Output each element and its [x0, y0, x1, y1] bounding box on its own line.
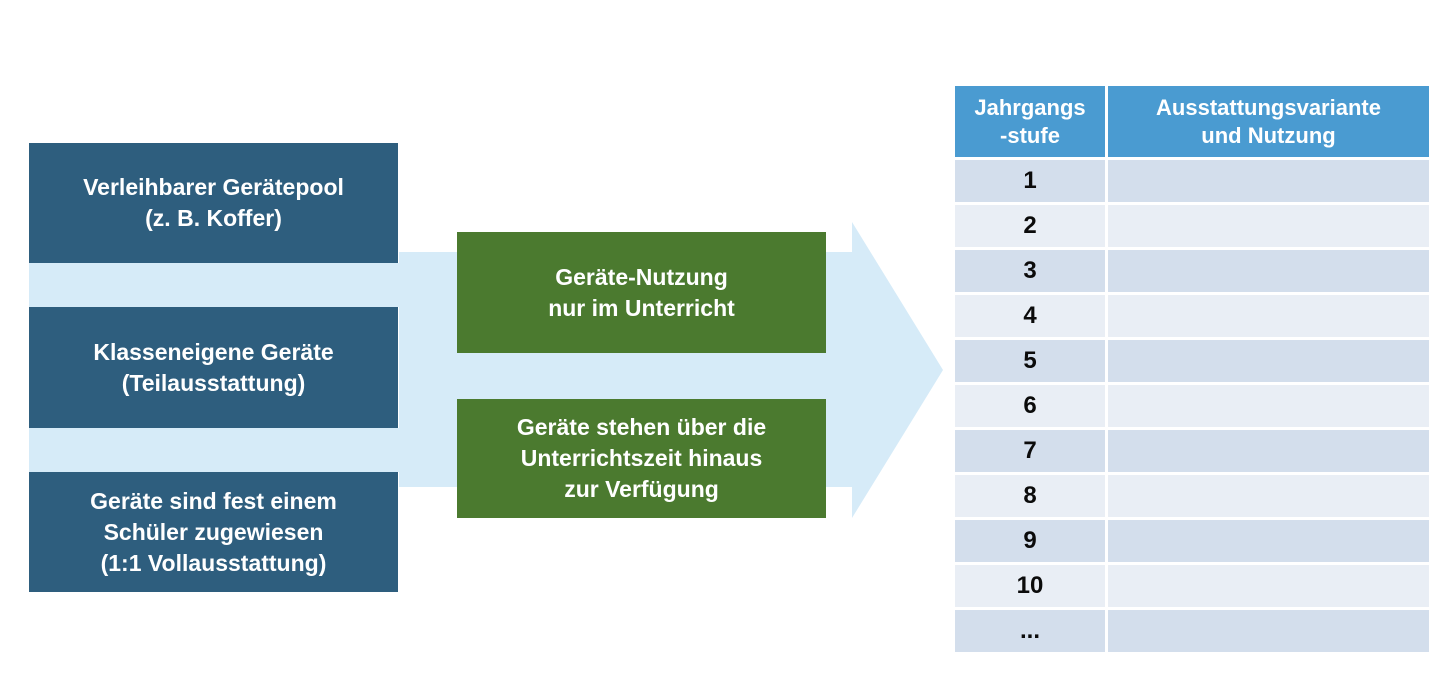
box-text-line: Verleihbarer Gerätepool	[83, 174, 344, 200]
header-text-line: Jahrgangs	[974, 94, 1086, 120]
box-text-line: (z. B. Koffer)	[145, 205, 282, 231]
table-cell-variant	[1108, 295, 1429, 337]
table-header-ausstattungsvariante: Ausstattungsvariante und Nutzung	[1108, 86, 1429, 157]
box-nutzung-nur-im-unterricht: Geräte-Nutzung nur im Unterricht	[457, 232, 826, 353]
table-cell-variant	[1108, 205, 1429, 247]
table-cell-variant	[1108, 340, 1429, 382]
box-text-line: (Teilausstattung)	[121, 369, 306, 396]
box-text-line: zur Verfügung	[564, 476, 719, 502]
table-cell-variant	[1108, 565, 1429, 607]
box-text-line: Klasseneigene Geräte	[93, 338, 334, 365]
arrow-band-bottom	[29, 428, 429, 472]
table-cell-grade: 6	[955, 385, 1105, 427]
box-verleihbarer-geraetepool: Verleihbarer Gerätepool (z. B. Koffer)	[29, 143, 398, 263]
table-cell-grade: 2	[955, 205, 1105, 247]
table-cell-grade: 1	[955, 160, 1105, 202]
table-header-jahrgangsstufe: Jahrgangs -stufe	[955, 86, 1105, 157]
table-cell-variant	[1108, 385, 1429, 427]
box-1zu1-vollausstattung: Geräte sind fest einem Schüler zugewiese…	[29, 472, 398, 592]
table-cell-variant	[1108, 520, 1429, 562]
table-cell-variant	[1108, 610, 1429, 652]
table-cell-grade: 9	[955, 520, 1105, 562]
table-cell-variant	[1108, 475, 1429, 517]
box-text-line: nur im Unterricht	[548, 294, 735, 321]
table-cell-grade: 10	[955, 565, 1105, 607]
jahrgangsstufen-table: Jahrgangs -stufe Ausstattungsvariante un…	[955, 86, 1429, 652]
header-text-line: -stufe	[1000, 122, 1060, 148]
table-cell-grade: 7	[955, 430, 1105, 472]
box-text-line: Geräte sind fest einem	[90, 487, 337, 514]
box-text-line: Schüler zugewiesen	[103, 518, 324, 545]
table-cell-grade: ...	[955, 610, 1105, 652]
header-text-line: Ausstattungsvariante	[1156, 94, 1381, 120]
box-klasseneigene-geraete: Klasseneigene Geräte (Teilausstattung)	[29, 307, 398, 428]
header-text-line: und Nutzung	[1201, 122, 1336, 148]
arrow-band-top	[29, 263, 429, 307]
table-cell-grade: 4	[955, 295, 1105, 337]
box-text-line: Unterrichtszeit hinaus	[520, 445, 763, 471]
arrow-head	[852, 222, 943, 518]
table-cell-variant	[1108, 430, 1429, 472]
box-text-line: Geräte-Nutzung	[555, 263, 728, 290]
table-cell-grade: 3	[955, 250, 1105, 292]
table-cell-grade: 8	[955, 475, 1105, 517]
table-cell-grade: 5	[955, 340, 1105, 382]
box-nutzung-ueber-unterrichtszeit: Geräte stehen über die Unterrichtszeit h…	[457, 399, 826, 518]
box-text-line: (1:1 Vollausstattung)	[100, 549, 327, 576]
table-cell-variant	[1108, 250, 1429, 292]
table-cell-variant	[1108, 160, 1429, 202]
box-text-line: Geräte stehen über die	[516, 414, 767, 440]
